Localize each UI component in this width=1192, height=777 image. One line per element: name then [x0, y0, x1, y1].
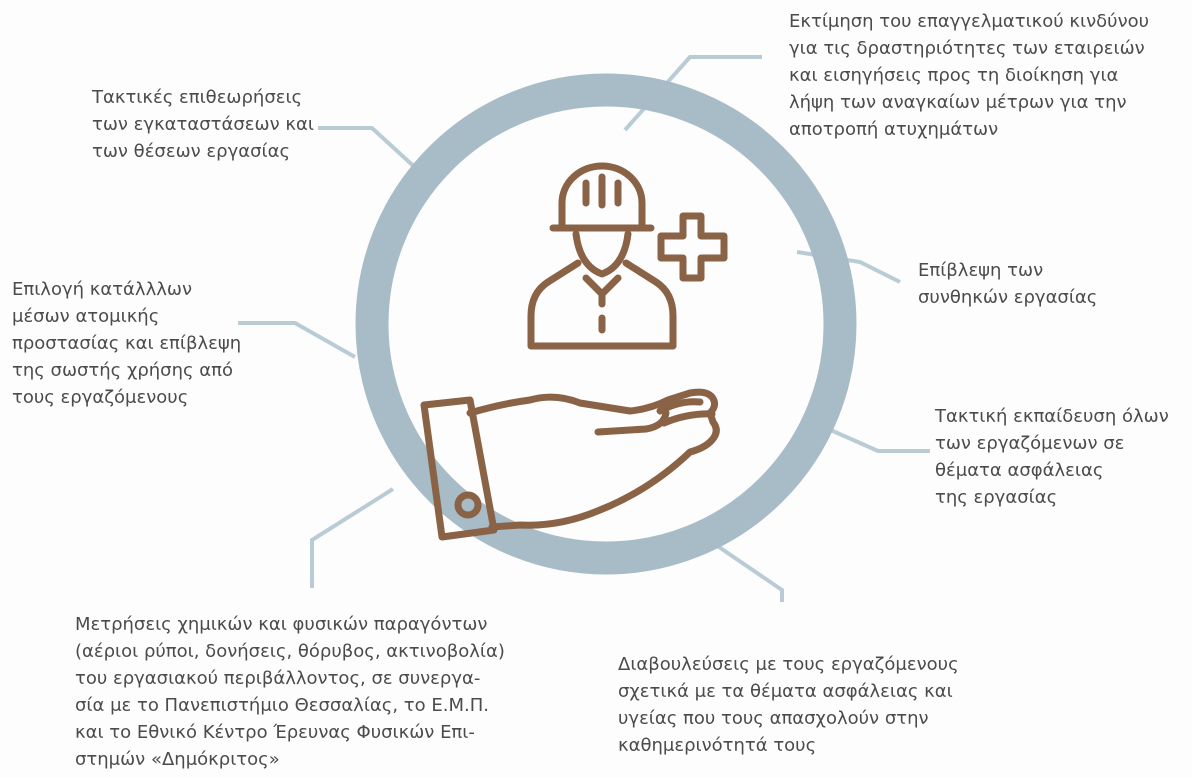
label-risk-assessment: Εκτίμηση του επαγγελματικού κινδύνου για…: [789, 11, 1150, 140]
label-supervision: Επίβλεψη των συνθηκών εργασίας: [918, 260, 1098, 308]
worker-on-hand-icon: [420, 162, 728, 541]
open-hand-icon: [466, 388, 720, 531]
worker-torso-icon: [527, 259, 677, 350]
medical-cross-icon: [657, 212, 728, 282]
label-measurements: Μετρήσεις χημικών και φυσικών παραγόντων…: [75, 614, 505, 770]
thumb-icon: [594, 409, 670, 436]
connector-consultation: [714, 543, 784, 602]
ring: [355, 73, 857, 575]
label-inspections: Τακτικές επιθεωρήσεις των εγκαταστάσεων …: [92, 87, 314, 162]
connector-ppe: [238, 321, 356, 359]
connector-measurements: [310, 487, 395, 588]
hard-hat-icon: [549, 162, 655, 232]
finger-lines-icon: [656, 398, 716, 427]
worker-collar-icon: [582, 274, 622, 334]
label-ppe: Επιλογή κατάλλλων μέσων ατομικής προστασ…: [12, 279, 242, 408]
label-consultation: Διαβουλεύσεις με τους εργαζόμενους σχετι…: [618, 654, 959, 756]
connector-inspections: [318, 126, 434, 185]
cuff-button-icon: [454, 491, 482, 519]
label-training: Τακτική εκπαίδευση όλων των εργαζόμενων …: [935, 406, 1169, 508]
worker-head-icon: [572, 230, 632, 278]
